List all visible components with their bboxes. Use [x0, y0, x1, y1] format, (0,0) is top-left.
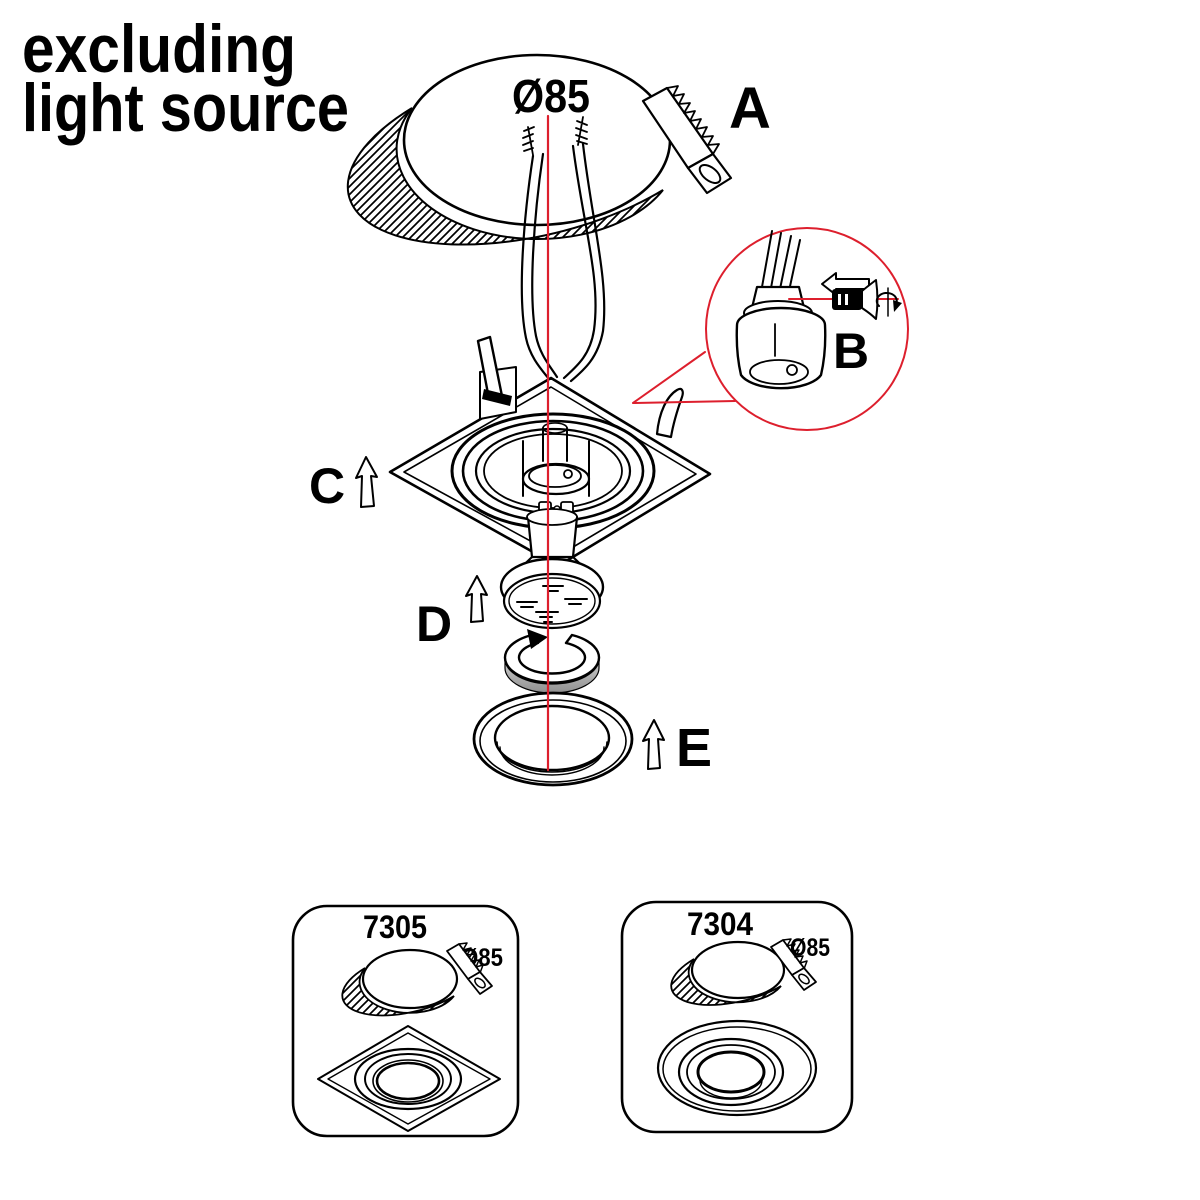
note-line-1: excluding	[22, 11, 296, 87]
rotation-arrowhead-icon	[527, 629, 548, 649]
wire-right-edge	[562, 144, 597, 380]
lamp-socket	[735, 285, 827, 390]
mini-spring-coil	[782, 938, 808, 970]
rotate-icon	[875, 287, 902, 317]
up-arrow-icon-c	[355, 456, 378, 508]
hole-diameter-label: Ø85	[512, 70, 590, 122]
square-trim-frame	[388, 335, 712, 568]
step-label-a: A	[729, 76, 771, 141]
lamp-glass-face	[502, 572, 602, 630]
step-label-c: C	[309, 458, 345, 514]
mounting-spring-a	[641, 85, 733, 195]
step-label-d: D	[416, 596, 452, 652]
up-arrow-icon-d	[465, 575, 488, 623]
up-arrow-icon-e	[642, 719, 665, 770]
callout-circle	[705, 227, 909, 431]
round-trim-ring	[472, 691, 634, 787]
lamp-holder-cup	[521, 422, 591, 497]
frame-spring-bracket-left	[476, 335, 517, 420]
round-trim-illustration	[656, 1019, 818, 1117]
trim-inner-hole	[493, 704, 611, 772]
cutout-illustration-7304	[670, 938, 817, 1006]
socket-contact-hole	[786, 364, 798, 376]
spring-coil-zigzag	[666, 85, 720, 155]
frame-spring-tab-right	[655, 387, 684, 439]
mini-spring-coil	[458, 942, 484, 974]
square-trim-illustration	[317, 1025, 501, 1132]
socket-pin-hole	[563, 469, 573, 479]
bracket-clip	[482, 389, 512, 406]
wire-left-edge	[520, 154, 551, 381]
product-card-7305: 7305 Ø85	[291, 904, 520, 1138]
product-model-7305: 7305	[363, 909, 427, 945]
wire-left-stripped-end	[522, 126, 535, 156]
spring-end-plate	[686, 152, 733, 195]
ring-washer	[503, 633, 601, 684]
exclusion-note: excluding light source	[22, 11, 349, 146]
cutout-illustration-7305	[341, 942, 493, 1017]
supply-wires	[520, 116, 606, 383]
ceiling-cutout: Ø85	[346, 53, 672, 246]
callout-tail	[632, 351, 736, 404]
socket-body	[735, 306, 827, 390]
twist-lock-ring	[503, 629, 601, 694]
callout-bubble-b: B	[632, 227, 909, 431]
note-line-2: light source	[22, 70, 349, 146]
ceiling-thickness-hatch	[346, 107, 664, 246]
socket-wires	[761, 230, 801, 292]
product-card-7304: 7304 Ø85	[620, 900, 854, 1134]
mini-spring-end	[791, 967, 817, 991]
spring-end-slot	[698, 164, 722, 184]
wire-right-edge2	[569, 142, 606, 383]
mini-spring-end	[467, 971, 493, 995]
wire-right-stripped-end	[575, 116, 588, 146]
product-model-7304: 7304	[687, 906, 753, 942]
step-label-b: B	[833, 323, 869, 379]
step-label-e: E	[676, 718, 712, 778]
gu10-lamp	[499, 501, 605, 630]
